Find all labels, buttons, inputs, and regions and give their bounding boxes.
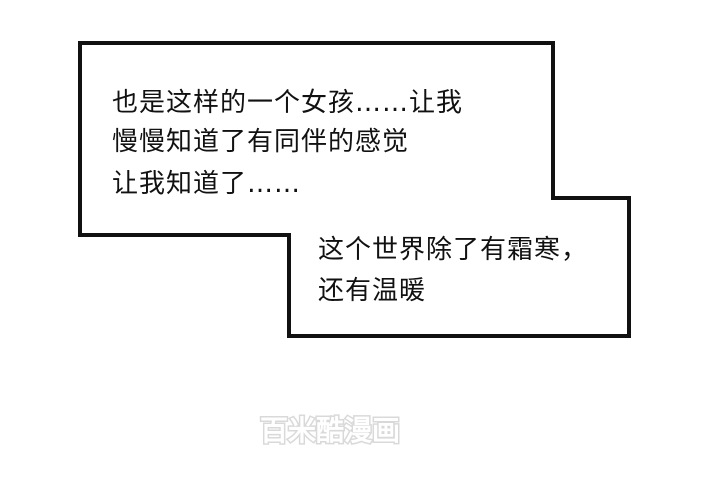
watermark-text: 百米酷漫画 (260, 414, 400, 447)
caption-line-1: 也是这样的一个女孩……让我 (112, 88, 464, 118)
caption-line-5: 还有温暖 (318, 276, 427, 306)
watermark-logo: 百米酷漫画 (258, 413, 401, 449)
caption-line-3: 让我知道了…… (112, 169, 302, 199)
caption-line-2: 慢慢知道了有同伴的感觉 (112, 127, 410, 157)
caption-line-4: 这个世界除了有霜寒， (318, 235, 589, 265)
